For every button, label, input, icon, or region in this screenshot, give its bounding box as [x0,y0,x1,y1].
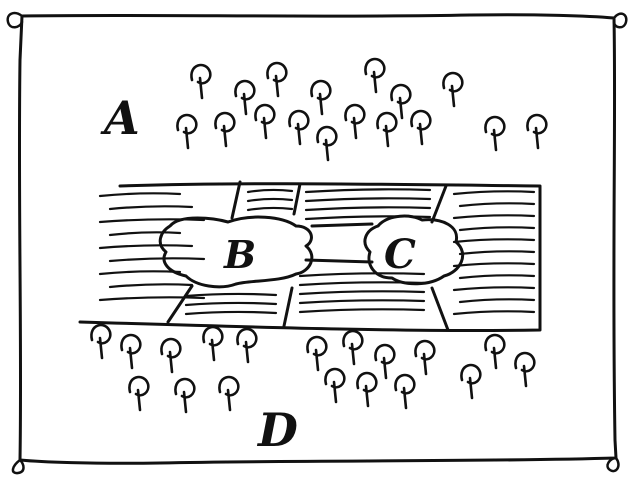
bank-stroke [246,206,294,212]
tree-icon [306,335,328,372]
tree-icon [484,115,506,152]
bank-stroke [108,205,194,211]
tree-icon [526,113,548,150]
tree-icon [190,63,212,100]
bank-divider-5 [282,286,294,328]
bank-stroke [98,270,182,276]
tree-icon [364,57,386,94]
tree-cluster-north [176,57,548,162]
tree-icon [234,79,256,116]
tree-icon [376,111,398,148]
tree-icon [160,337,182,374]
bank-stroke [298,308,426,314]
tree-icon [174,377,196,414]
bank-divider-4 [166,284,194,324]
bank-stroke [108,231,182,237]
tree-icon [414,339,436,376]
bank-stroke [304,188,432,194]
tree-icon [342,329,364,366]
tree-icon [128,375,150,412]
bank-stroke [98,192,182,198]
bank-stroke [452,214,536,220]
upper-bank-outline [78,182,542,333]
tree-icon [90,323,112,360]
tree-icon [484,333,506,370]
bank-stroke [298,299,426,305]
bank-stroke [452,262,536,268]
bank-stroke [98,296,206,302]
tree-icon [218,375,240,412]
tree-icon [394,373,416,410]
bank-stroke [304,197,432,203]
bank-divider-1 [230,180,242,220]
bank-stroke [298,290,426,296]
frame-curl-tl [6,11,24,29]
bank-stroke [184,310,278,316]
bank-divider-6 [430,286,450,332]
frame-curl-br [606,456,620,473]
bank-stroke [458,202,536,208]
bank-stroke [458,250,536,256]
bank-stroke [98,218,206,224]
bank-stroke [184,292,278,298]
tree-icon [344,103,366,140]
bank-divider-2 [292,182,302,216]
bank-stroke [108,257,206,263]
tree-icon [460,363,482,400]
tree-icon [214,111,236,148]
tree-icon [288,109,310,146]
bank-stroke [458,298,536,304]
tree-icon [514,351,536,388]
tree-icon [356,371,378,408]
tree-icon [442,71,464,108]
bank-stroke [452,310,536,316]
tree-icon [236,327,258,364]
river-banks [78,180,542,333]
bank-stroke [458,226,536,232]
bank-stroke [298,272,426,278]
tree-icon [410,109,432,146]
tree-icon [120,333,142,370]
bank-stroke [246,188,294,194]
label-b: B [223,232,256,277]
channel-bottom [304,258,374,264]
label-d: D [256,403,298,457]
bank-stroke [452,286,536,292]
tree-icon [266,61,288,98]
channel-top [310,222,374,228]
bank-stroke [98,244,194,250]
tree-icon [310,79,332,116]
label-c: C [384,231,416,278]
bank-divider-3 [430,184,448,224]
tree-icon [316,125,338,162]
clearing-c [363,214,465,286]
bank-stroke [184,301,278,307]
tree-icon [324,367,346,404]
map-frame [17,13,618,465]
tree-icon [374,343,396,380]
bank-stroke [452,190,536,196]
bank-hatching [98,188,536,316]
tree-cluster-south [90,323,536,414]
label-a: A [100,91,140,145]
tree-icon [390,83,412,120]
bank-stroke [304,206,432,212]
bank-stroke [246,197,294,203]
bank-stroke [452,238,536,244]
frame-curl-bl [11,458,25,475]
tree-icon [254,103,276,140]
bank-stroke [108,283,194,289]
tree-icon [202,325,224,362]
clearing-b [158,215,314,289]
bank-stroke [458,274,536,280]
frame-curl-tr [612,12,628,29]
tree-icon [176,113,198,150]
